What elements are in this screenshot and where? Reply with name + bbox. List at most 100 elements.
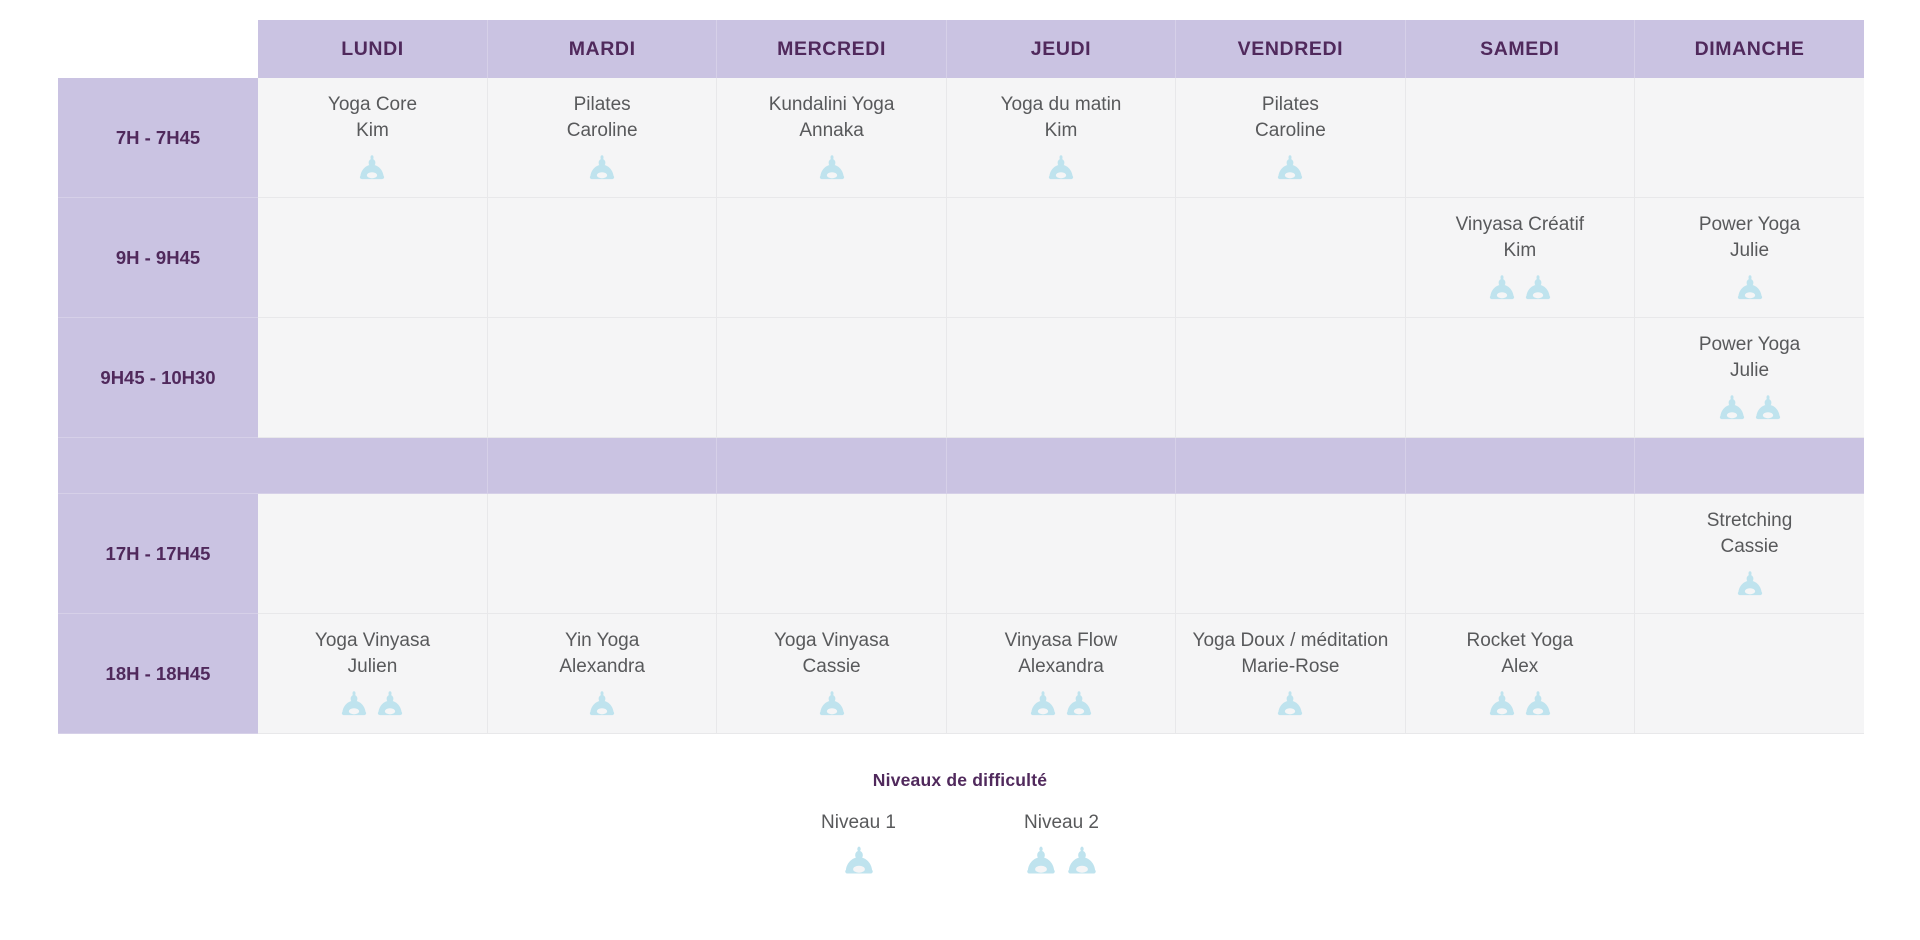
difficulty-level-icons <box>1184 686 1396 720</box>
empty-slot-cell <box>487 317 718 438</box>
empty-slot-cell <box>716 197 947 318</box>
class-name: Rocket Yoga <box>1466 630 1574 651</box>
yoga-lotus-figure-icon <box>819 155 844 180</box>
yoga-lotus-figure-icon <box>844 846 873 874</box>
yoga-lotus-figure-icon <box>378 691 403 716</box>
time-slot-label: 7H - 7H45 <box>58 78 259 198</box>
difficulty-level-icons <box>1643 270 1856 304</box>
day-header-lundi: LUNDI <box>258 20 488 78</box>
class-name: Yoga Vinyasa <box>314 630 431 651</box>
time-slot-label: 9H - 9H45 <box>58 197 259 318</box>
difficulty-level-icons <box>1414 686 1626 720</box>
difficulty-level-icons <box>1414 270 1626 304</box>
empty-slot-cell <box>487 197 718 318</box>
time-slot-label <box>58 437 259 494</box>
separator-cell <box>716 437 947 494</box>
yoga-lotus-figure-icon <box>1278 155 1303 180</box>
teacher-name: Julie <box>1729 239 1770 261</box>
class-name: Yoga Doux / méditation <box>1192 630 1389 651</box>
class-name: Stretching <box>1706 510 1793 531</box>
yoga-lotus-figure-icon <box>1525 275 1550 300</box>
teacher-name: Alexandra <box>1018 655 1104 677</box>
separator-cell <box>1405 437 1636 494</box>
yoga-lotus-figure-icon <box>1027 846 1055 874</box>
yoga-lotus-figure-icon <box>1068 846 1096 874</box>
separator-cell <box>946 437 1177 494</box>
empty-slot-cell <box>946 317 1177 438</box>
difficulty-level-icons <box>266 150 479 184</box>
separator-cell <box>1634 437 1864 494</box>
teacher-name: Annaka <box>799 119 864 141</box>
empty-slot-cell <box>716 317 947 438</box>
empty-slot-cell <box>1634 78 1864 198</box>
empty-slot-cell <box>487 493 718 614</box>
day-header-jeudi: JEUDI <box>946 20 1177 78</box>
yoga-lotus-figure-icon <box>590 691 615 716</box>
teacher-name: Alex <box>1501 655 1539 677</box>
legend-item-label: Niveau 1 <box>821 812 896 833</box>
class-name: Yoga Core <box>327 94 418 115</box>
teacher-name: Cassie <box>1720 535 1779 557</box>
class-name: Power Yoga <box>1698 334 1801 355</box>
yoga-lotus-figure-icon <box>1737 571 1762 596</box>
difficulty-level-icons <box>1643 566 1856 600</box>
yoga-lotus-figure-icon <box>1048 155 1074 180</box>
difficulty-level-icons <box>1184 150 1396 184</box>
teacher-name: Kim <box>1044 119 1078 141</box>
teacher-name: Marie-Rose <box>1241 655 1340 677</box>
difficulty-level-icons <box>725 686 937 720</box>
teacher-name: Caroline <box>566 119 638 141</box>
teacher-name: Kim <box>1503 239 1537 261</box>
empty-slot-cell <box>946 197 1177 318</box>
difficulty-level-icons <box>955 150 1167 184</box>
separator-cell <box>1175 437 1406 494</box>
legend-title: Niveaux de difficulté <box>872 770 1048 790</box>
day-header-dimanche: DIMANCHE <box>1634 20 1864 78</box>
legend-item-icons <box>842 843 876 879</box>
class-name: Kundalini Yoga <box>768 94 895 115</box>
teacher-name: Julien <box>347 655 398 677</box>
yoga-lotus-figure-icon <box>1489 691 1514 716</box>
yoga-lotus-figure-icon <box>360 155 385 180</box>
empty-slot-cell <box>1405 317 1636 438</box>
difficulty-level-icons <box>266 686 479 720</box>
empty-slot-cell <box>1175 317 1406 438</box>
empty-slot-cell <box>946 493 1177 614</box>
empty-slot-cell <box>716 493 947 614</box>
yoga-lotus-figure-icon <box>819 691 844 716</box>
yoga-lotus-figure-icon <box>1525 691 1550 716</box>
difficulty-level-icons <box>496 686 708 720</box>
time-slot-label: 9H45 - 10H30 <box>58 317 259 438</box>
teacher-name: Julie <box>1729 359 1770 381</box>
empty-slot-cell <box>1405 493 1636 614</box>
class-name: Pilates <box>573 94 631 115</box>
class-name: Yoga Vinyasa <box>773 630 890 651</box>
yoga-lotus-figure-icon <box>1755 395 1780 420</box>
empty-slot-cell <box>1175 197 1406 318</box>
class-name: Vinyasa Flow <box>1004 630 1118 651</box>
schedule-separator-row <box>58 437 1864 494</box>
